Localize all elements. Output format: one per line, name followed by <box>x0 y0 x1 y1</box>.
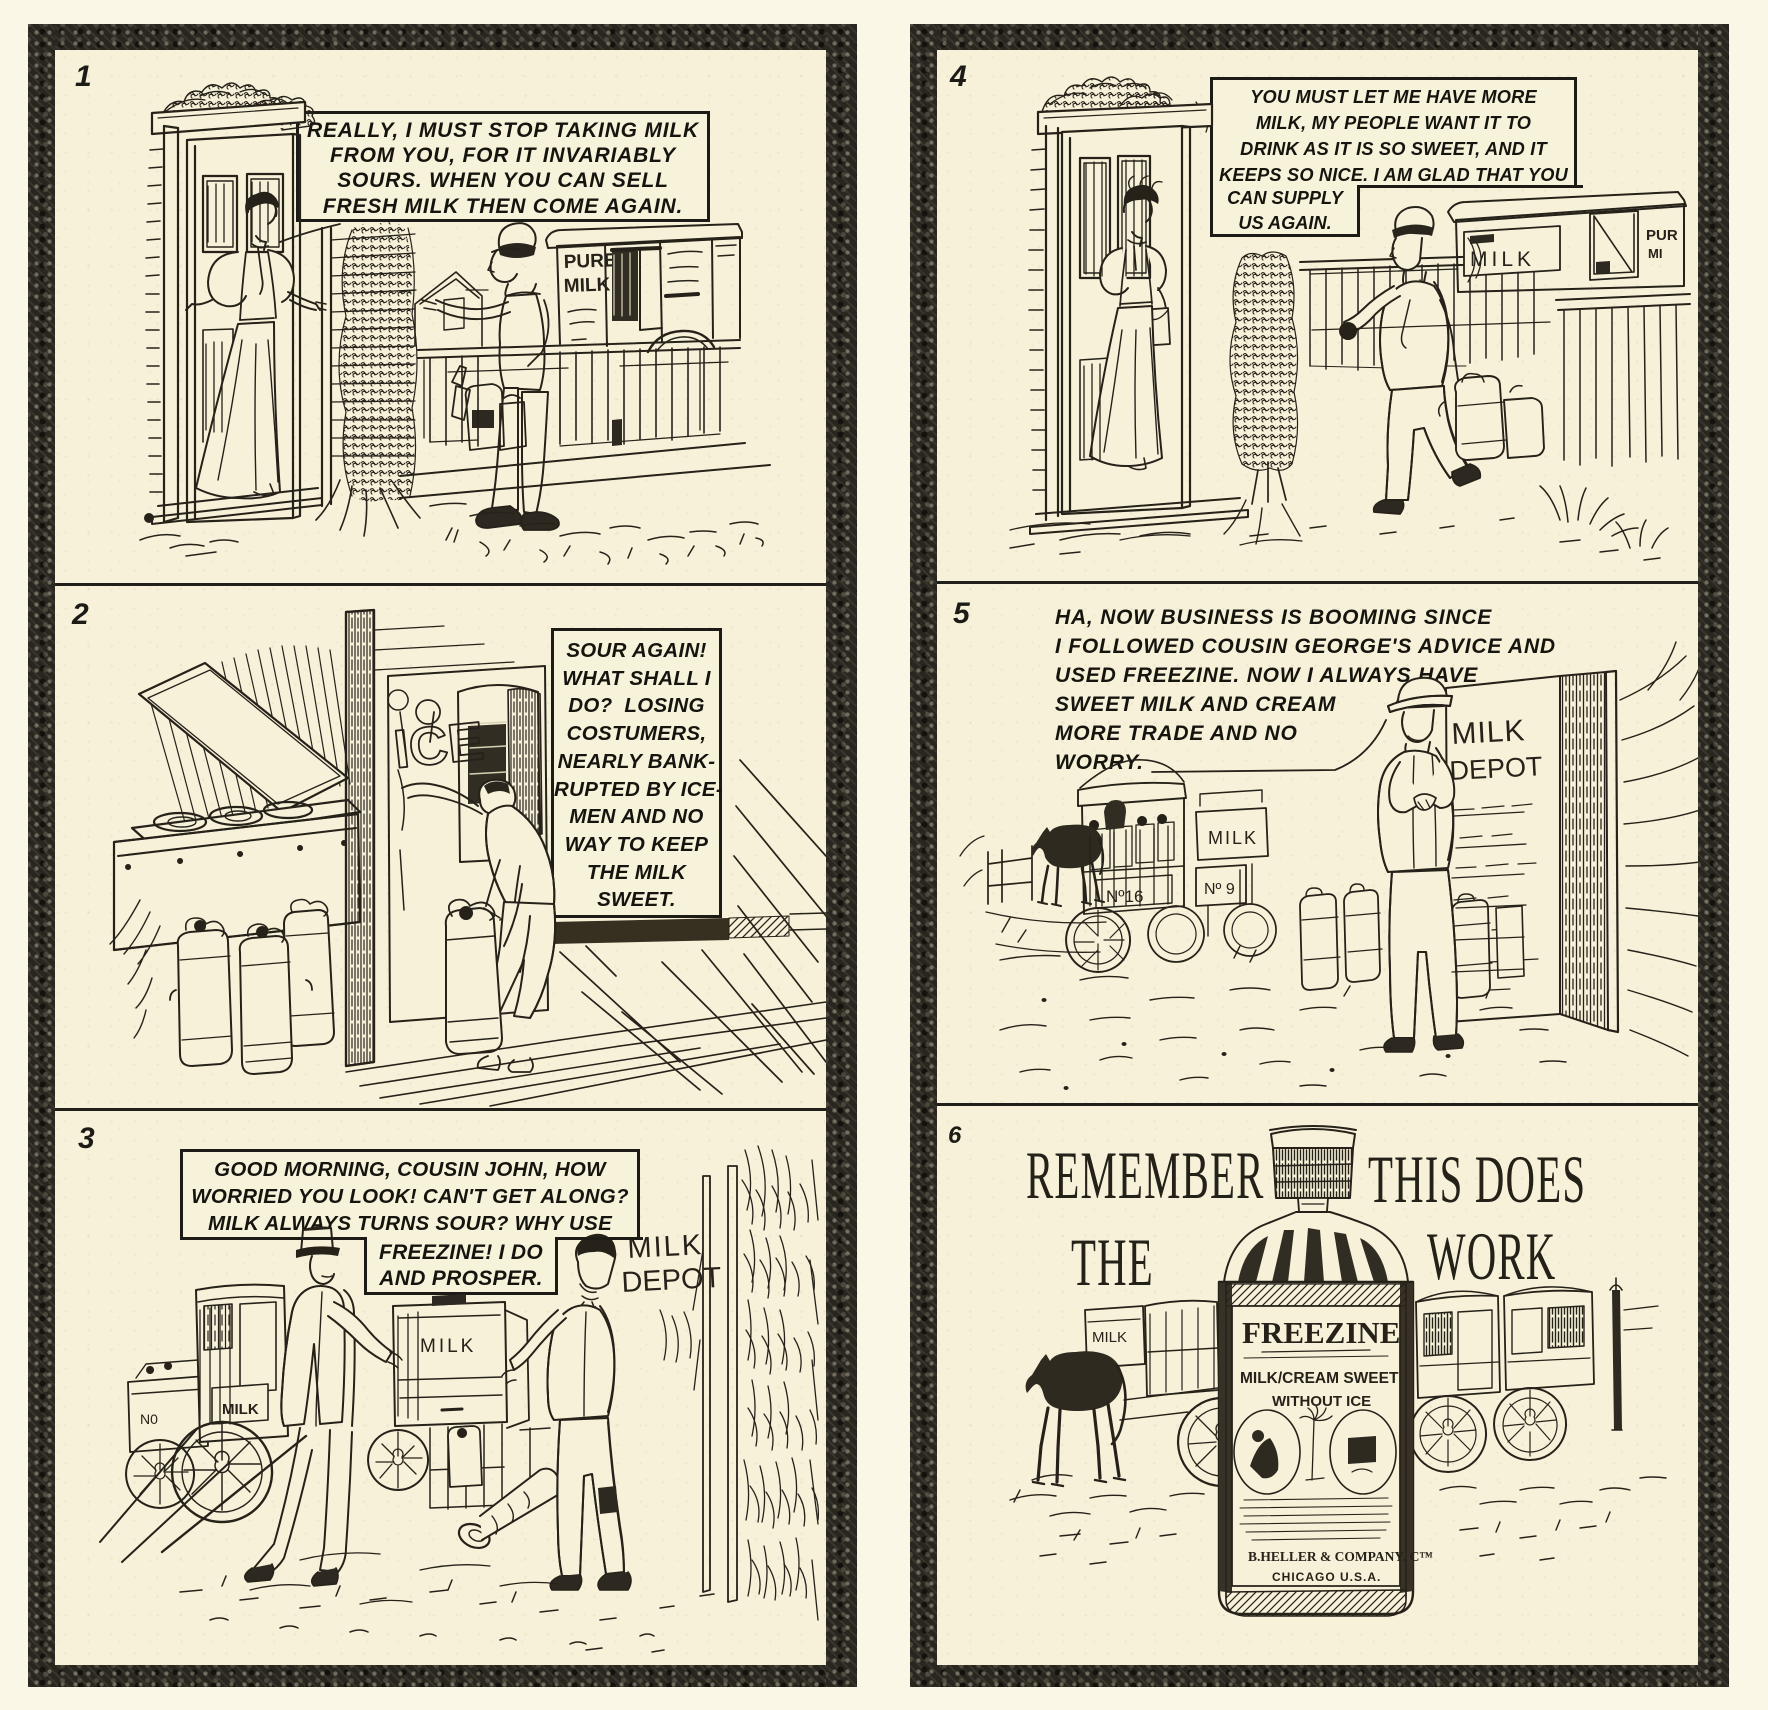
svg-text:MILK: MILK <box>563 274 610 297</box>
svg-text:DEPOT: DEPOT <box>621 1262 723 1299</box>
svg-text:MILK: MILK <box>1451 714 1527 751</box>
svg-text:DEPOT: DEPOT <box>1449 751 1543 786</box>
svg-text:MILK: MILK <box>1092 1329 1127 1346</box>
svg-text:MILK: MILK <box>420 1336 476 1357</box>
svg-text:CHICAGO U.S.A.: CHICAGO U.S.A. <box>1272 1570 1381 1584</box>
svg-text:MILK/CREAM SWEET: MILK/CREAM SWEET <box>1240 1370 1399 1387</box>
svg-text:N0: N0 <box>140 1411 158 1427</box>
svg-text:Nº16: Nº16 <box>1106 887 1143 906</box>
svg-text:MILK: MILK <box>1470 248 1535 271</box>
svg-text:Nº 9: Nº 9 <box>1204 881 1235 898</box>
svg-text:ICE: ICE <box>391 711 487 780</box>
svg-text:MI: MI <box>1648 246 1662 261</box>
svg-text:MILK: MILK <box>222 1401 259 1418</box>
svg-text:B.HELLER & COMPANY. C™: B.HELLER & COMPANY. C™ <box>1248 1549 1433 1564</box>
svg-text:PUR: PUR <box>1646 227 1678 244</box>
svg-text:PURE: PURE <box>563 250 616 273</box>
svg-text:FREEZINE: FREEZINE <box>1242 1315 1400 1350</box>
svg-text:MILK: MILK <box>627 1229 704 1265</box>
svg-text:MILK: MILK <box>1208 828 1258 848</box>
svg-text:WITHOUT ICE: WITHOUT ICE <box>1272 1393 1371 1410</box>
